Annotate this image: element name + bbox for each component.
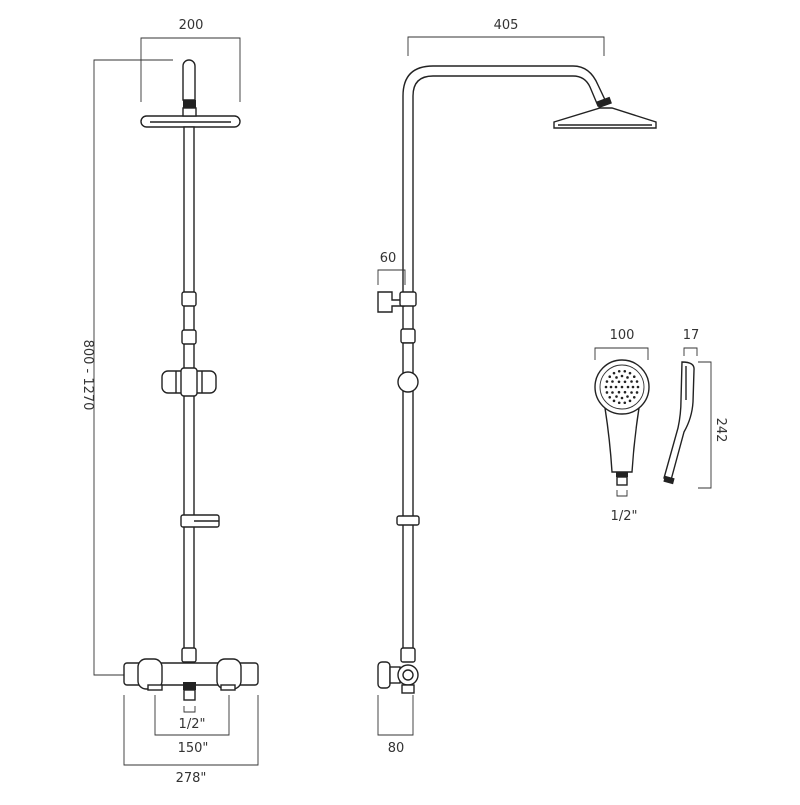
spray-nozzle (612, 371, 616, 375)
dimension-side-valve-label: 80 (388, 741, 405, 756)
spray-nozzle (605, 380, 609, 383)
side-gooseneck-arm (402, 65, 609, 333)
dimension-arm-projection: 405 (407, 18, 605, 56)
side-view: 405 60 (377, 18, 657, 756)
spray-nozzle (626, 385, 630, 389)
spray-nozzle (623, 401, 627, 405)
dimension-front-inlet-label: 1/2" (179, 717, 206, 732)
spray-nozzle (623, 369, 627, 373)
spray-nozzle (626, 395, 629, 398)
dimension-head-width-label: 200 (179, 18, 204, 33)
spray-nozzle (608, 375, 612, 379)
front-thermostatic-valve (123, 658, 259, 701)
front-view: 200 800 - 1270 (80, 18, 259, 786)
spray-nozzle (611, 380, 614, 383)
front-riser-top (182, 59, 196, 101)
spray-nozzle (628, 371, 632, 375)
spray-nozzle (620, 385, 624, 389)
spray-nozzle (615, 376, 618, 379)
dimension-front-width-label: 278" (176, 771, 207, 786)
side-upper-bracket (377, 291, 417, 313)
spray-nozzle (636, 385, 640, 389)
spray-nozzle (635, 391, 639, 394)
spray-nozzle (605, 391, 609, 394)
spray-nozzle (611, 391, 614, 394)
handset-spray-nozzles (604, 369, 640, 405)
front-riser-coupling-upper (181, 291, 197, 307)
side-thermostatic-valve (377, 661, 419, 694)
dimension-handset-inlet-label: 1/2" (611, 509, 638, 524)
spray-nozzle (635, 380, 639, 383)
handset-detail: 100 1/2" 17 242 (594, 328, 728, 524)
front-riser-bottom-coupling (181, 647, 197, 663)
spray-nozzle (617, 390, 621, 394)
spray-nozzle (608, 395, 612, 399)
dimension-overall-height-label: 800 - 1270 (80, 340, 95, 411)
spray-nozzle (626, 376, 629, 379)
dimension-front-centres: 150" (154, 695, 230, 756)
spray-nozzle (631, 385, 635, 389)
front-lower-bracket (180, 514, 220, 528)
dimension-handset-length-label: 242 (713, 418, 728, 443)
front-riser-coupling-lower (181, 329, 197, 345)
spray-nozzle (620, 396, 624, 400)
spray-nozzle (632, 375, 636, 379)
spray-nozzle (604, 385, 608, 389)
dimension-handset-depth: 17 (683, 328, 700, 356)
spray-nozzle (617, 401, 621, 405)
spray-nozzle (623, 390, 627, 394)
dimension-side-slider: 60 (377, 251, 406, 285)
handset-front (594, 359, 650, 486)
side-head-connector (596, 96, 612, 109)
side-shower-head (553, 107, 657, 129)
front-slider-holder (161, 367, 217, 397)
spray-nozzle (615, 395, 618, 398)
dimension-arm-projection-label: 405 (494, 18, 519, 33)
spray-nozzle (614, 385, 618, 389)
spray-nozzle (612, 399, 616, 403)
spray-nozzle (623, 380, 627, 384)
spray-nozzle (632, 395, 636, 399)
front-head-connector (183, 100, 196, 108)
spray-nozzle (609, 385, 613, 389)
side-slider-knob (397, 371, 419, 393)
dimension-handset-face-label: 100 (610, 328, 635, 343)
side-riser-coupling-upper (400, 328, 416, 344)
spray-nozzle (617, 369, 621, 373)
dimension-handset-inlet: 1/2" (611, 490, 638, 524)
dimension-front-centres-label: 150" (178, 741, 209, 756)
side-riser-bottom-coupling (400, 647, 416, 663)
handset-side (663, 361, 695, 485)
spray-nozzle (620, 374, 624, 378)
spray-nozzle (630, 391, 633, 394)
dimension-head-width: 200 (140, 18, 241, 102)
dimension-handset-length: 242 (698, 361, 728, 489)
dimension-side-slider-label: 60 (380, 251, 397, 266)
spray-nozzle (617, 380, 621, 384)
dimension-overall-height: 800 - 1270 (80, 59, 173, 676)
dimension-side-valve: 80 (377, 695, 414, 756)
spray-nozzle (628, 399, 632, 403)
dimension-front-inlet: 1/2" (179, 706, 206, 732)
dimension-handset-face: 100 (594, 328, 649, 360)
dimension-handset-depth-label: 17 (683, 328, 700, 343)
side-lower-bracket (396, 515, 420, 526)
dimension-front-width: 278" (123, 695, 259, 786)
spray-nozzle (630, 380, 633, 383)
